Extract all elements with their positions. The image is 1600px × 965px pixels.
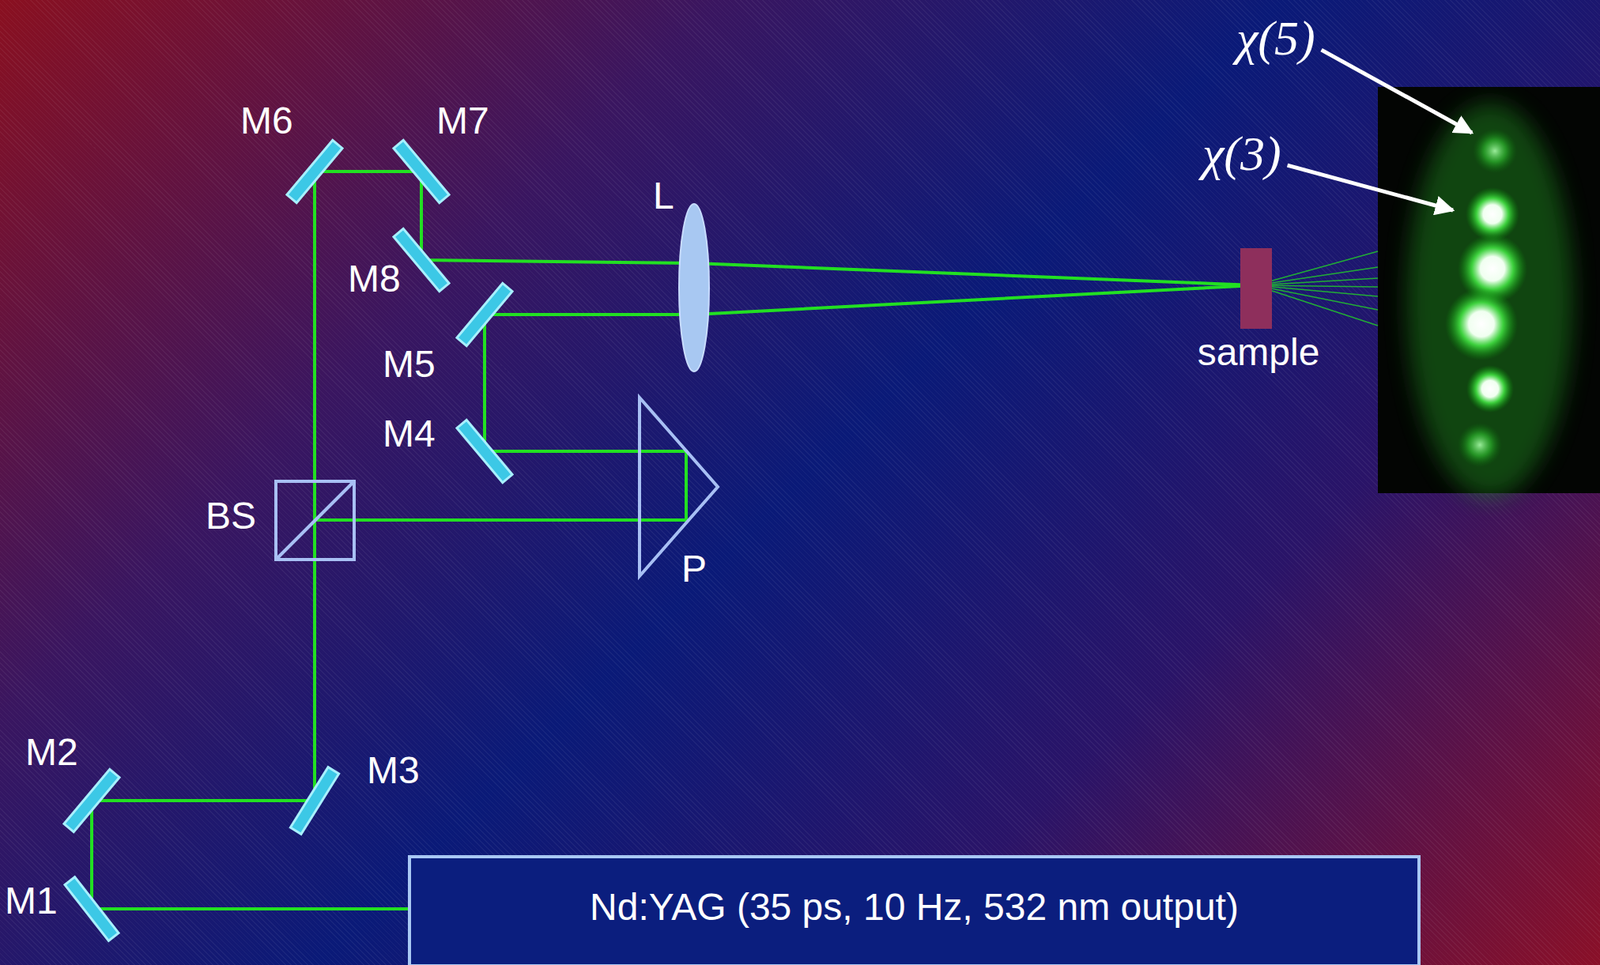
part-label: M2 — [25, 732, 79, 774]
part-label: sample — [1197, 332, 1321, 374]
part-label: M5 — [382, 343, 436, 386]
order-label: χ(5) — [1236, 11, 1316, 65]
part-label: L — [652, 175, 675, 218]
part-label: P — [681, 548, 707, 591]
callout-arrow — [1321, 49, 1472, 133]
part-label: M7 — [436, 100, 490, 143]
order-label: χ(3) — [1202, 126, 1282, 181]
output-photo — [1377, 86, 1600, 499]
part-label: M6 — [240, 100, 294, 143]
laser-box: Nd:YAG (35 ps, 10 Hz, 532 nm output) — [407, 855, 1421, 965]
sample-cell — [1240, 248, 1272, 329]
part-label: M1 — [4, 880, 58, 923]
lens — [679, 203, 710, 372]
mirror — [64, 139, 513, 941]
output-beams — [1255, 251, 1378, 326]
laser-beam — [91, 171, 1256, 910]
beam-splitter — [275, 481, 355, 560]
part-label: M8 — [347, 258, 401, 301]
callout-arrow — [1287, 165, 1453, 211]
part-label: M4 — [382, 413, 436, 456]
laser-label: Nd:YAG (35 ps, 10 Hz, 532 nm output) — [589, 886, 1239, 929]
part-label: BS — [205, 495, 257, 538]
part-label: M3 — [366, 750, 420, 793]
